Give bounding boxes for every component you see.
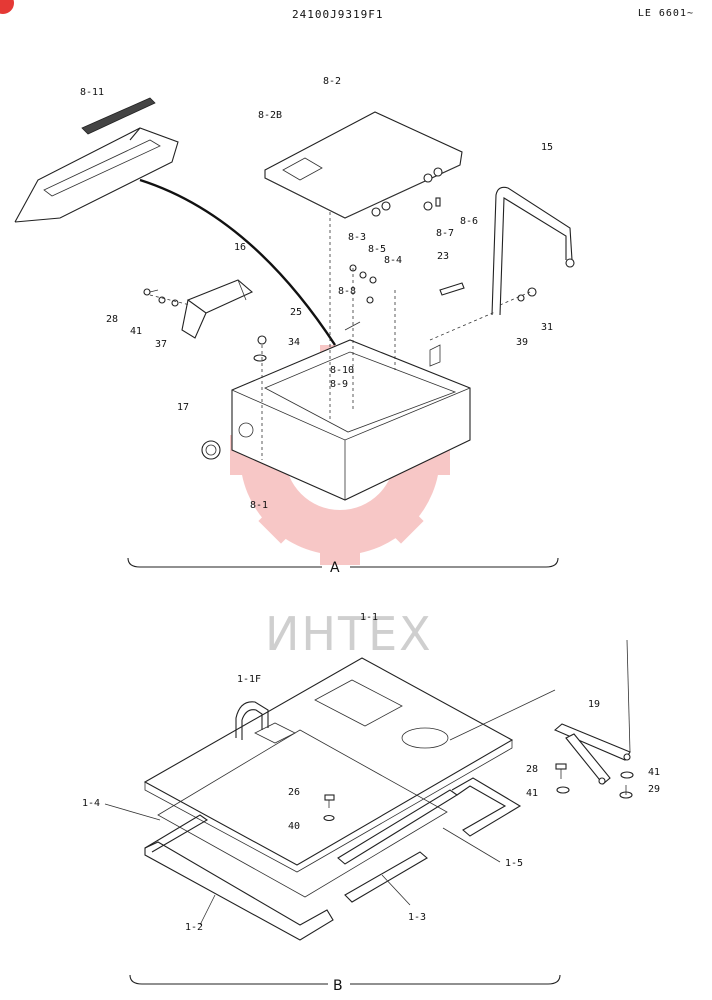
- nut-37: [171, 299, 179, 307]
- screw-8-8: [366, 296, 374, 304]
- label-8-9: 8-9: [330, 379, 348, 390]
- screw-29: [619, 785, 633, 799]
- part-15-handle: [491, 186, 573, 316]
- watermark-text: ИНТЕХ: [265, 607, 433, 661]
- nut-31: [527, 287, 537, 297]
- label-41-right: 41: [648, 767, 660, 778]
- label-15: 15: [541, 142, 553, 153]
- label-41: 41: [130, 326, 142, 337]
- label-1-5: 1-5: [505, 858, 523, 869]
- part-1-5-frame: [451, 777, 522, 837]
- washer-41-right: [620, 771, 634, 779]
- label-8-3: 8-3: [348, 232, 366, 243]
- section-label-a: A: [330, 560, 340, 576]
- label-8-2b: 8-2B: [258, 110, 282, 121]
- section-b-bracket: [129, 974, 561, 985]
- label-37: 37: [155, 339, 167, 350]
- part-1-2-frame: [144, 841, 334, 941]
- label-41-left: 41: [526, 788, 538, 799]
- label-1-1f: 1-1F: [237, 674, 261, 685]
- leader-line: [442, 827, 501, 863]
- serial-range: LE 6601~: [637, 8, 694, 19]
- label-16: 16: [234, 242, 246, 253]
- screw-28-b: [555, 763, 567, 779]
- nut-8-4: [369, 276, 377, 284]
- label-8-10: 8-10: [330, 365, 354, 376]
- label-28: 28: [106, 314, 118, 325]
- label-8-5: 8-5: [368, 244, 386, 255]
- part-1-1f-handle: [235, 701, 269, 738]
- label-29: 29: [648, 784, 660, 795]
- washer-40: [323, 814, 335, 822]
- part-8-11-strip: [81, 97, 156, 135]
- section-b-labels: 1-1 1-1F 19 28 41 41 29 26 40 1-4 1-5 1-…: [82, 612, 660, 994]
- section-b-assembly: [104, 639, 634, 985]
- label-26: 26: [288, 787, 300, 798]
- pin-8-6: [435, 197, 441, 207]
- table-top-piece: [14, 127, 179, 223]
- label-8-1: 8-1: [250, 500, 268, 511]
- grommet-17: [201, 440, 221, 460]
- label-17: 17: [177, 402, 189, 413]
- document-code: 24100J9319F1: [292, 8, 384, 21]
- section-a-bracket: [127, 557, 559, 568]
- label-8-8: 8-8: [338, 286, 356, 297]
- washer-34: [253, 354, 267, 362]
- section-a-assembly: [14, 97, 575, 568]
- corner-mark: [0, 0, 14, 14]
- leader-line: [199, 894, 216, 926]
- label-1-1: 1-1: [360, 612, 378, 623]
- part-1-4-sheet: [157, 729, 448, 898]
- cable: [139, 178, 337, 346]
- label-23: 23: [437, 251, 449, 262]
- assembly-line: [429, 311, 496, 341]
- label-19: 19: [588, 699, 600, 710]
- bolt-23: [439, 282, 465, 296]
- section-a-labels: 8-11 8-2 8-2B 15 8-3 8-5 8-4 8-6 8-7 23 …: [80, 76, 553, 576]
- leader-line: [381, 874, 411, 906]
- leader-line: [104, 803, 161, 821]
- label-8-11: 8-11: [80, 87, 104, 98]
- assembly-line: [499, 291, 531, 306]
- part-8-1-box: [231, 321, 471, 501]
- label-8-2: 8-2: [323, 76, 341, 87]
- part-1-1-plate: [143, 657, 514, 873]
- label-1-3: 1-3: [408, 912, 426, 923]
- label-39: 39: [516, 337, 528, 348]
- part-16-bracket: [181, 279, 254, 339]
- leader-line: [449, 689, 556, 741]
- washer-8-7: [423, 201, 433, 211]
- nut-8-5: [359, 271, 367, 279]
- label-34: 34: [288, 337, 300, 348]
- label-31: 31: [541, 322, 553, 333]
- label-1-2: 1-2: [185, 922, 203, 933]
- assembly-line: [149, 294, 191, 306]
- washer-39: [517, 294, 525, 302]
- part-1-3-bar: [344, 851, 428, 903]
- label-25: 25: [290, 307, 302, 318]
- label-40: 40: [288, 821, 300, 832]
- screw-26: [324, 794, 335, 808]
- part-19-arm: [553, 723, 631, 785]
- label-8-7: 8-7: [436, 228, 454, 239]
- label-28-b: 28: [526, 764, 538, 775]
- section-label-b: B: [333, 978, 343, 994]
- label-8-6: 8-6: [460, 216, 478, 227]
- leader-line: [626, 639, 631, 753]
- washer-41-left: [556, 786, 570, 794]
- screw-25: [257, 335, 267, 345]
- label-8-4: 8-4: [384, 255, 402, 266]
- fastener-screw-28: [143, 288, 159, 296]
- part-8-2-cover: [264, 111, 463, 219]
- label-1-4: 1-4: [82, 798, 100, 809]
